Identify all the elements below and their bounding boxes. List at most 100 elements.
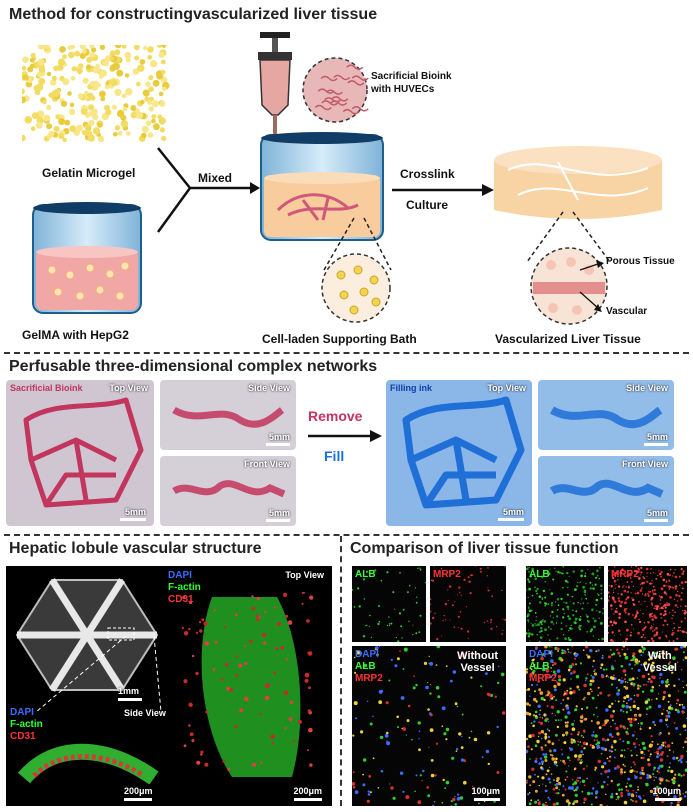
alb-speck (557, 571, 560, 574)
merge-speck (665, 680, 669, 684)
mrp2-speck (442, 620, 444, 622)
merge-speck (586, 654, 588, 656)
microgel-particle (141, 132, 147, 139)
mrp2-speck (657, 574, 659, 577)
merge-speck (615, 726, 619, 731)
merge-speck (646, 776, 650, 780)
merge-speck (600, 663, 604, 667)
mrp2-speck (613, 600, 617, 604)
merge-speck (671, 671, 674, 674)
alb-speck (531, 633, 533, 635)
microgel-particle (31, 112, 39, 119)
merge-speck (652, 773, 655, 776)
mrp2-speck (627, 590, 629, 593)
mrp2-speck (622, 586, 624, 588)
merge-speck (676, 661, 679, 663)
alb-speck (353, 606, 356, 608)
merge-speck (529, 758, 531, 760)
merge-speck (667, 769, 670, 773)
merge-speck (553, 760, 558, 765)
merge-speck (571, 727, 576, 731)
merge-speck (412, 686, 416, 690)
mrp2-speck (636, 611, 639, 615)
mrp2-speck (666, 636, 668, 638)
merge-speck (674, 773, 677, 776)
cd31-speck (226, 686, 230, 691)
section2-title: Perfusable three-dimensional complex net… (9, 358, 378, 375)
merge-speck (581, 707, 583, 710)
merge-speck (641, 690, 645, 693)
alb-speck (579, 581, 581, 583)
merge-speck (556, 764, 558, 767)
merge-speck (557, 682, 561, 686)
merge-speck (471, 785, 474, 788)
mrp2-speck (496, 625, 498, 628)
mrp2-speck (649, 615, 652, 618)
mrp2-speck (668, 588, 671, 590)
mrp2-speck (465, 606, 467, 608)
microgel-particle (48, 130, 55, 138)
mrp2-speck (663, 584, 666, 587)
mrp2-speck (674, 569, 676, 571)
red-side-scale-label: 5mm (268, 432, 290, 442)
merge-speck (581, 745, 583, 747)
merge-speck (369, 791, 372, 794)
mrp2-speck (664, 610, 667, 613)
mrp2-speck (653, 614, 656, 617)
merge-speck (619, 654, 622, 657)
merge-speck (608, 733, 613, 737)
merge-speck (668, 711, 671, 714)
merge-speck (417, 721, 421, 725)
blue-side-view-label: Side View (626, 383, 668, 393)
culture-label: Culture (406, 198, 448, 212)
mrp2-speck (490, 621, 492, 623)
merge-speck (573, 789, 576, 792)
merge-speck (631, 677, 635, 681)
microgel-particle (58, 133, 65, 140)
merge-speck (611, 702, 614, 705)
mrp2-speck (679, 626, 681, 629)
alb-speck (597, 593, 599, 595)
merge-speck (632, 682, 634, 685)
merge-speck (430, 773, 435, 778)
merge-speck (632, 761, 635, 764)
merge-speck (580, 750, 583, 753)
merge-speck (561, 651, 564, 655)
remove-label: Remove (308, 408, 363, 424)
merge-speck (425, 685, 429, 690)
merge-speck (624, 765, 626, 767)
merge-speck (654, 724, 656, 726)
merge-speck (616, 692, 620, 696)
merge-speck (682, 659, 685, 661)
merge-speck (625, 686, 629, 690)
mrp2-speck (672, 609, 674, 612)
merge-speck (545, 785, 547, 787)
merge-speck (548, 729, 551, 732)
mrp2-speck (612, 591, 615, 594)
merge-speck (650, 689, 654, 693)
alb-speck (531, 624, 535, 627)
merge-speck (655, 697, 658, 700)
merge-speck (403, 647, 408, 652)
alb-speck (567, 638, 570, 641)
merge-speck (614, 660, 616, 662)
alb-speck (600, 597, 603, 600)
merge-speck (601, 737, 605, 741)
gelatin-label: Gelatin Microgel (42, 166, 136, 180)
merge-speck (589, 683, 592, 685)
without-vessel-line1: Without (457, 650, 498, 662)
merge-speck (631, 667, 633, 670)
merge-speck (548, 721, 550, 723)
cd31-speck (308, 727, 313, 733)
top-scale-bar (294, 798, 322, 801)
alb-speck (407, 591, 409, 594)
mrp2-speck (649, 582, 652, 585)
merge-speck (579, 741, 581, 743)
microgel-particle (85, 129, 92, 137)
mrp2-speck (502, 618, 504, 620)
mrp2-speck (483, 621, 486, 624)
merge-speck (620, 768, 623, 771)
alb-speck (560, 622, 563, 624)
alb-speck (528, 587, 531, 591)
merge-speck (551, 646, 553, 648)
